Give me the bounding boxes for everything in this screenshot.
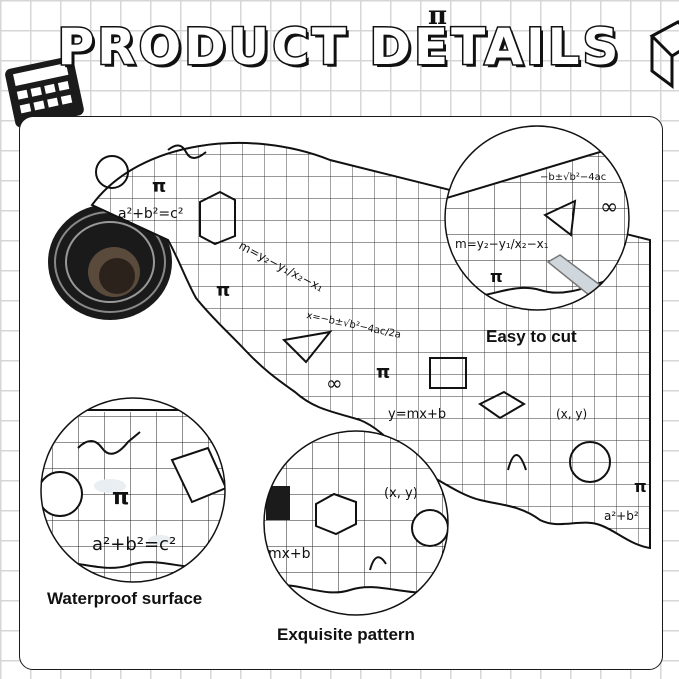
svg-text:∞: ∞: [326, 371, 343, 395]
svg-text:π: π: [216, 280, 230, 301]
calculator-icon: [5, 56, 84, 128]
caption-waterproof: Waterproof surface: [47, 589, 203, 608]
svg-text:π: π: [490, 267, 503, 286]
svg-text:π: π: [376, 362, 390, 383]
svg-text:(x, y): (x, y): [556, 407, 587, 421]
caption-easy-to-cut: Easy to cut: [486, 327, 577, 346]
svg-text:mx+b: mx+b: [268, 546, 311, 562]
page-title: PRODUCT DETAILS: [56, 17, 622, 78]
svg-text:π: π: [112, 485, 129, 510]
pi-glyph-top: π: [428, 1, 447, 31]
svg-text:∞: ∞: [600, 195, 618, 220]
detail-easy-to-cut: ∞ m=y₂−y₁/x₂−x₁ π −b±√b²−4ac: [444, 125, 630, 311]
detail-pattern: (x, y) mx+b: [263, 430, 449, 616]
svg-text:−b±√b²−4ac: −b±√b²−4ac: [540, 172, 606, 183]
svg-text:a²+b²=c²: a²+b²=c²: [92, 534, 176, 555]
svg-text:m=y₂−y₁/x₂−x₁: m=y₂−y₁/x₂−x₁: [455, 237, 549, 251]
detail-waterproof: π a²+b²=c²: [40, 397, 226, 583]
cube-icon: [649, 20, 679, 89]
svg-text:a²+b²=c²: a²+b²=c²: [118, 206, 183, 222]
svg-text:(x, y): (x, y): [384, 486, 418, 501]
svg-text:π: π: [152, 176, 166, 197]
caption-pattern: Exquisite pattern: [277, 625, 415, 644]
svg-text:a²+b²: a²+b²: [604, 509, 639, 523]
svg-text:π: π: [634, 477, 647, 496]
border-roll: [48, 204, 172, 320]
svg-text:y=mx+b: y=mx+b: [388, 407, 446, 422]
